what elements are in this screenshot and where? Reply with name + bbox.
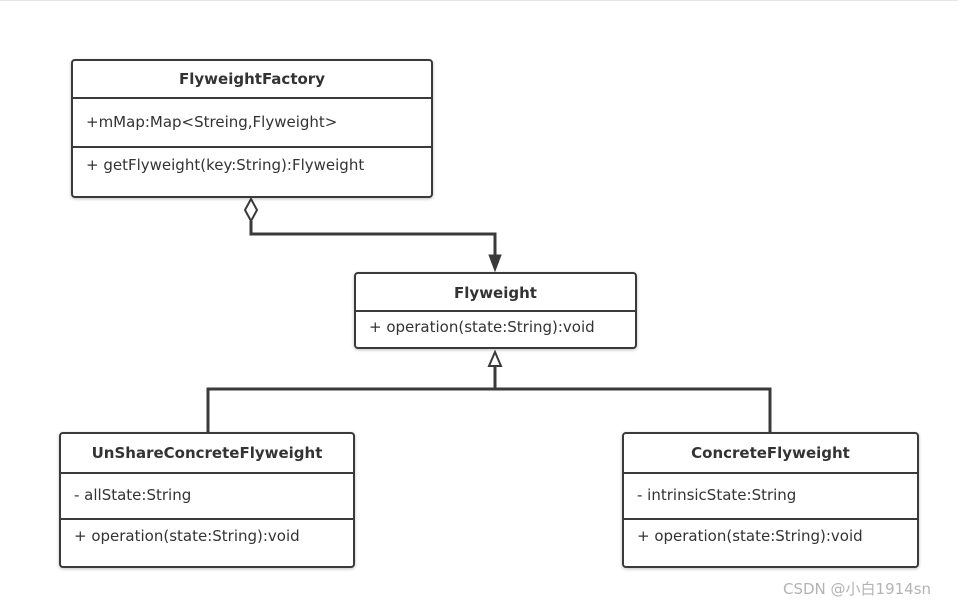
class-flyweight-factory-attributes: +mMap:Map<Streing,Flyweight> — [73, 99, 431, 148]
class-concrete-flyweight[interactable]: ConcreteFlyweight - intrinsicState:Strin… — [622, 432, 919, 568]
operation: + operation(state:String):void — [637, 527, 863, 545]
class-concrete-flyweight-name: ConcreteFlyweight — [624, 434, 917, 474]
operation: + operation(state:String):void — [369, 318, 595, 336]
generalization-connector — [206, 349, 772, 432]
aggregation-line — [249, 221, 497, 262]
class-flyweight-factory-operations: + getFlyweight(key:String):Flyweight — [73, 148, 431, 188]
class-unshare-concrete-flyweight-name: UnShareConcreteFlyweight — [61, 434, 353, 474]
operation: + getFlyweight(key:String):Flyweight — [86, 156, 365, 174]
class-concrete-flyweight-operations: + operation(state:String):void — [624, 520, 917, 564]
generalization-triangle-icon — [487, 349, 503, 367]
class-flyweight-factory-name: FlyweightFactory — [73, 61, 431, 99]
generalization-line-left — [206, 387, 495, 432]
class-flyweight-name: Flyweight — [356, 274, 635, 312]
class-unshare-concrete-flyweight-operations: + operation(state:String):void — [61, 520, 353, 564]
aggregation-connector — [243, 196, 502, 273]
top-divider — [0, 0, 958, 1]
aggregation-arrowhead-icon — [488, 254, 502, 273]
class-flyweight-operations: + operation(state:String):void — [356, 312, 635, 347]
class-flyweight[interactable]: Flyweight + operation(state:String):void — [354, 272, 637, 349]
class-concrete-flyweight-attributes: - intrinsicState:String — [624, 474, 917, 520]
class-flyweight-factory[interactable]: FlyweightFactory +mMap:Map<Streing,Flywe… — [71, 59, 433, 198]
class-unshare-concrete-flyweight[interactable]: UnShareConcreteFlyweight - allState:Stri… — [59, 432, 355, 568]
watermark-text: CSDN @小白1914sn — [783, 580, 932, 598]
generalization-line-right — [495, 387, 772, 432]
attribute: - intrinsicState:String — [637, 486, 797, 504]
operation: + operation(state:String):void — [74, 527, 300, 545]
attribute: - allState:String — [74, 486, 192, 504]
attribute: +mMap:Map<Streing,Flyweight> — [86, 113, 338, 131]
class-unshare-concrete-flyweight-attributes: - allState:String — [61, 474, 353, 520]
aggregation-diamond-icon — [243, 196, 259, 224]
